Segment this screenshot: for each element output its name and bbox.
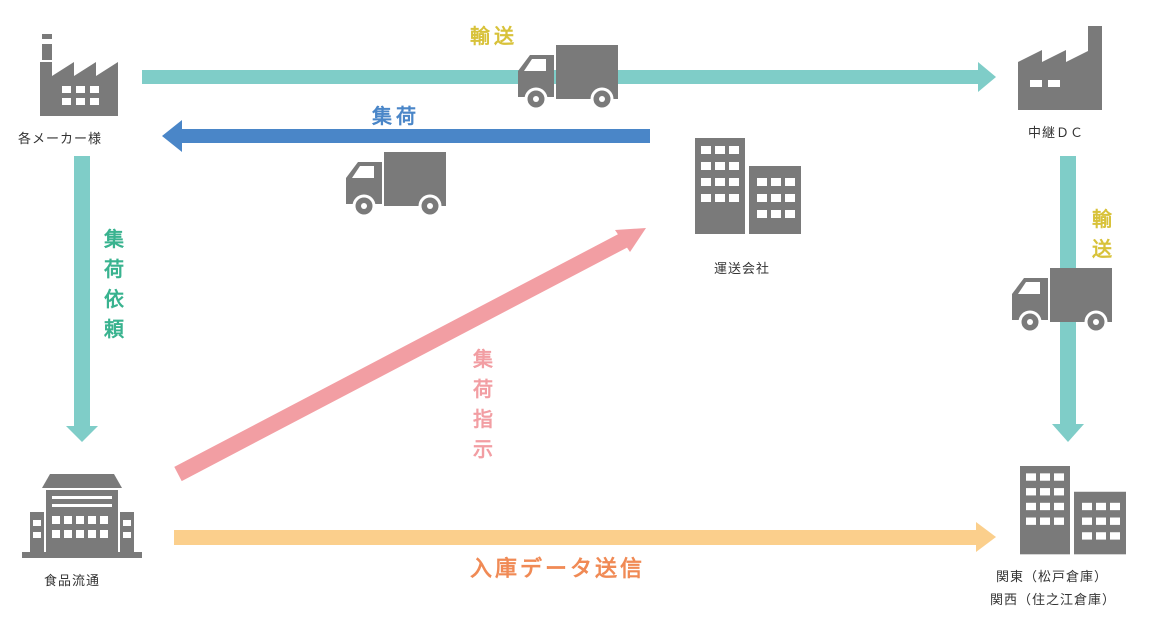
relay-dc-label: 中継ＤＣ xyxy=(1028,126,1085,141)
transport-label-right: 輸送 xyxy=(1092,207,1112,261)
truck-icon xyxy=(516,43,620,111)
factory-icon xyxy=(40,34,118,116)
collection-arrow-top xyxy=(162,120,650,152)
manufacturer-label: 各メーカー様 xyxy=(18,132,103,147)
collection-request-arrow xyxy=(66,156,98,442)
warehouse-label-line1: 関東（松戸倉庫） xyxy=(996,570,1109,585)
transport-label-top: 輸送 xyxy=(470,24,518,48)
collection-request-label: 集荷依頼 xyxy=(104,227,124,341)
office-buildings-icon xyxy=(1020,466,1126,555)
food-distribution-label: 食品流通 xyxy=(44,574,101,589)
warehouse-icon xyxy=(22,474,142,558)
warehouse-label-line2: 関西（住之江倉庫） xyxy=(990,593,1117,608)
collection-instruction-arrow xyxy=(174,228,646,482)
office-buildings-icon xyxy=(695,138,801,234)
stock-data-arrow xyxy=(174,522,996,552)
carrier-label: 運送会社 xyxy=(714,262,771,277)
stock-data-label: 入庫データ送信 xyxy=(470,557,646,582)
truck-icon xyxy=(344,150,448,218)
collection-instruction-label: 集荷指示 xyxy=(473,347,493,461)
factory-icon xyxy=(1018,26,1102,110)
collection-label-top: 集荷 xyxy=(372,104,420,128)
